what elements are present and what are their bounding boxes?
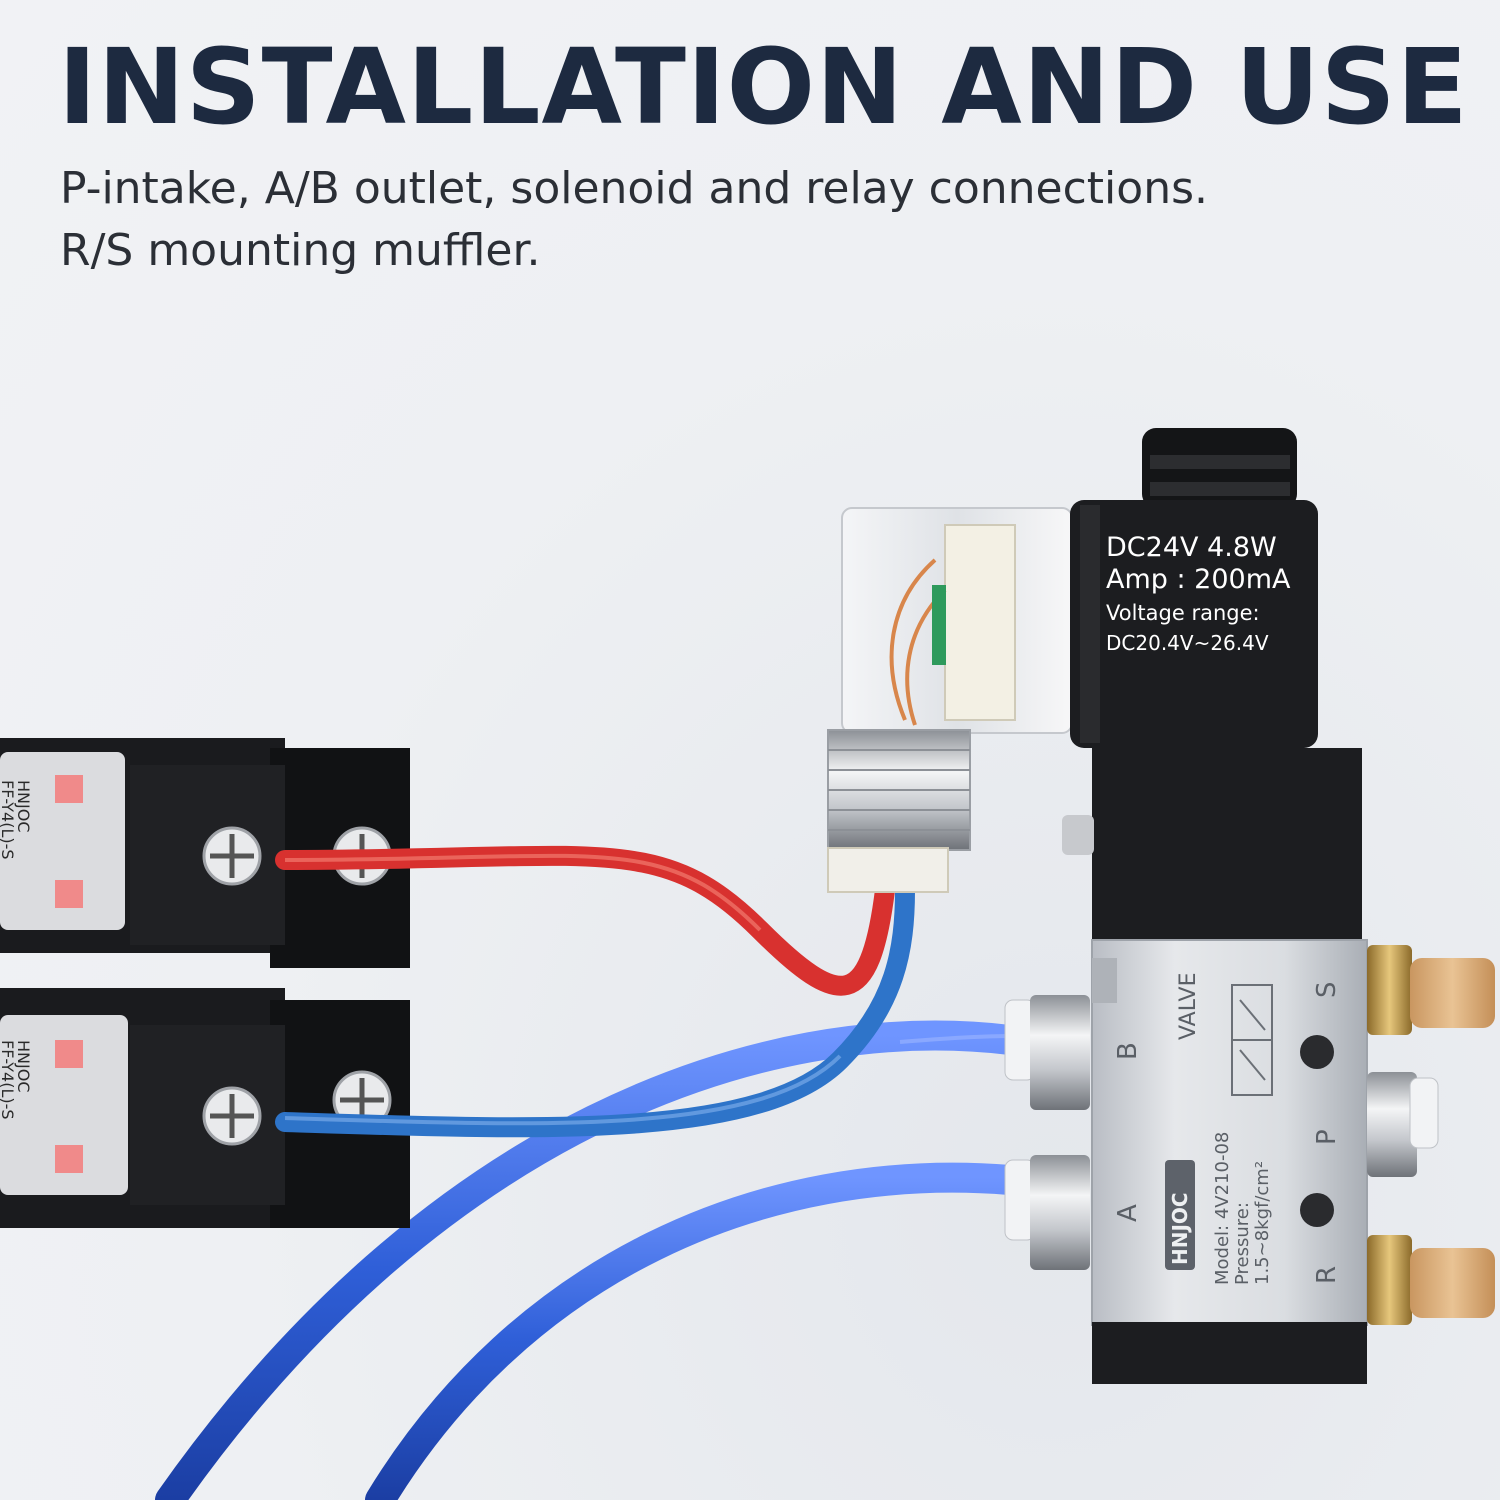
solenoid-valve: B A VALVE S P R HNJOC Model: 4V210-08 Pr… [1062,748,1368,1384]
valve-symbol [1231,984,1273,1096]
solenoid-connector [827,507,1073,893]
page-title: INSTALLATION AND USE [58,26,1469,148]
page-subtitle: P-intake, A/B outlet, solenoid and relay… [60,158,1208,282]
coil-rating: DC24V 4.8W [1106,532,1277,563]
port-r-label: R [1312,1266,1342,1284]
port-a-label: A [1113,1204,1143,1222]
valve-pressure-label: Pressure: [1232,1202,1253,1285]
valve-brand-badge [1165,1160,1195,1270]
coil-voltage-range-label: Voltage range: [1106,601,1260,625]
relay-top-brand: HNJOC [14,780,33,832]
wires [275,845,915,1138]
valve-brand: HNJOC [1168,1192,1192,1265]
port-b-label: B [1113,1042,1143,1060]
relay-bottom-model: FF-Y4(L)-S [0,1040,17,1120]
relay-module-top: HNJOC FF-Y4(L)-S [0,738,410,968]
solenoid-coil: DC24V 4.8W Amp : 200mA Voltage range: DC… [1070,428,1318,748]
valve-model: Model: 4V210-08 [1212,1132,1233,1285]
port-p-label: P [1312,1129,1342,1145]
subtitle-line-1: P-intake, A/B outlet, solenoid and relay… [60,163,1208,214]
port-s-label: S [1312,981,1342,998]
fittings [1004,995,1439,1270]
relay-top-model: FF-Y4(L)-S [0,780,17,860]
coil-amp: Amp : 200mA [1106,564,1291,595]
coil-voltage-range-value: DC20.4V~26.4V [1106,631,1269,655]
relay-module-bottom: HNJOC FF-Y4(L)-S [0,988,410,1228]
relay-bottom-brand: HNJOC [14,1040,33,1092]
valve-pressure-value: 1.5~8kgf/cm² [1252,1161,1273,1285]
valve-label: VALVE [1176,973,1201,1040]
mufflers [1367,945,1495,1325]
subtitle-line-2: R/S mounting muffler. [60,225,541,276]
